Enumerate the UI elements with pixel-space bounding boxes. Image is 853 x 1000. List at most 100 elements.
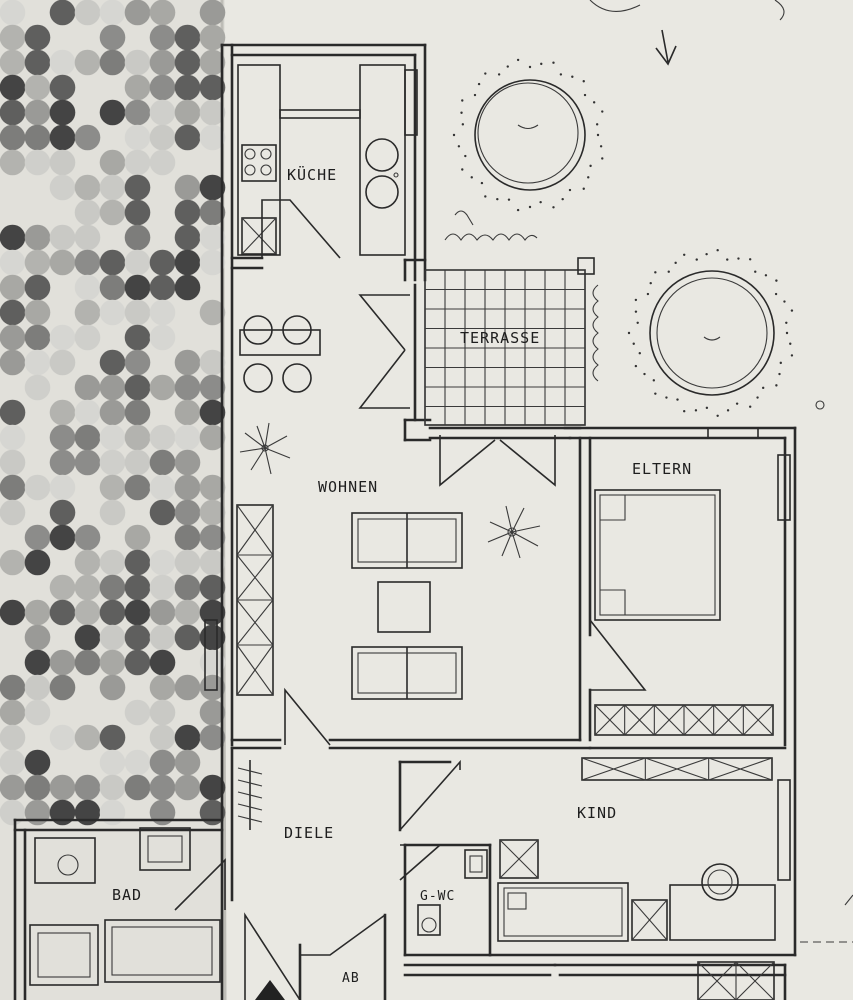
- blur-pixel: [149, 374, 176, 401]
- blur-pixel: [24, 699, 51, 726]
- foliage-dot: [627, 331, 631, 335]
- blur-pixel: [49, 99, 76, 126]
- blur-pixel: [0, 399, 26, 426]
- blur-pixel: [174, 574, 201, 601]
- blur-pixel: [0, 49, 26, 76]
- blur-pixel: [124, 774, 151, 801]
- label-child: KIND: [577, 804, 617, 822]
- blur-pixel: [174, 99, 201, 126]
- blur-pixel: [174, 349, 201, 376]
- foliage-dot: [477, 82, 481, 86]
- blur-pixel: [149, 474, 176, 501]
- foliage-dot: [654, 392, 657, 395]
- blur-pixel: [74, 0, 101, 26]
- shrubs: [444, 210, 599, 382]
- blur-pixel: [74, 774, 101, 801]
- wardrobe-cross: [683, 704, 715, 736]
- blur-pixel: [174, 224, 201, 251]
- foliage-dot: [649, 281, 652, 285]
- blur-pixel: [0, 449, 26, 476]
- blur-pixel: [124, 249, 151, 276]
- blur-pixel: [124, 749, 151, 776]
- foliage-dot: [592, 101, 596, 104]
- blur-pixel: [74, 199, 101, 226]
- foliage-dot: [528, 65, 532, 69]
- blur-pixel: [199, 49, 226, 76]
- bath-fixtures: [29, 827, 221, 986]
- foliage-dot: [705, 406, 709, 410]
- blur-pixel: [124, 449, 151, 476]
- blur-pixel: [49, 0, 76, 26]
- blur-pixel: [49, 249, 76, 276]
- parents-wardrobe: [594, 704, 774, 736]
- blur-pixel: [74, 724, 101, 751]
- blur-pixel: [0, 74, 26, 101]
- terrace-tiles: [424, 269, 586, 426]
- foliage-dot: [634, 364, 638, 368]
- blur-pixel: [149, 24, 176, 51]
- blur-pixel: [174, 174, 201, 201]
- blur-pixel: [49, 224, 76, 251]
- blur-pixel: [199, 249, 226, 276]
- foliage-dot: [484, 195, 487, 198]
- blur-pixel: [49, 349, 76, 376]
- foliage-dot: [452, 133, 456, 137]
- blur-pixel: [124, 524, 151, 551]
- blur-pixel: [49, 524, 76, 551]
- foliage-dot: [775, 279, 778, 282]
- blur-pixel: [124, 124, 151, 151]
- foliage-dot: [748, 258, 752, 261]
- blur-pixel: [149, 774, 176, 801]
- blur-pixel: [0, 149, 26, 176]
- blur-pixel: [99, 174, 126, 201]
- foliage-dot: [654, 271, 657, 274]
- blur-pixel: [49, 574, 76, 601]
- label-kitchen: KÜCHE: [287, 165, 337, 184]
- foliage-dot: [470, 176, 473, 179]
- blur-pixel: [199, 399, 226, 426]
- foliage-dot: [632, 342, 635, 345]
- blur-pixel: [49, 149, 76, 176]
- foliage-dot: [589, 164, 592, 168]
- foliage-dot: [582, 80, 585, 83]
- terrace-door-living: [358, 294, 410, 409]
- blur-pixel: [199, 624, 226, 651]
- foliage-dot: [496, 197, 499, 201]
- foliage-dot: [583, 93, 587, 97]
- blur-pixel: [74, 574, 101, 601]
- blur-pixel: [199, 374, 226, 401]
- blur-pixel: [174, 24, 201, 51]
- foliage-dot: [652, 379, 656, 382]
- foliage-dot: [636, 321, 639, 324]
- blur-pixel: [124, 349, 151, 376]
- foliage-dot: [461, 168, 464, 171]
- wardrobe-cross: [653, 704, 685, 736]
- windows: [204, 69, 791, 881]
- foliage-dot: [484, 72, 487, 75]
- blur-pixel: [174, 599, 201, 626]
- blur-pixel: [99, 374, 126, 401]
- blur-pixel: [124, 0, 151, 26]
- blur-pixel: [199, 199, 226, 226]
- living-seating: [351, 512, 463, 700]
- foliage-dot: [634, 298, 638, 302]
- blur-pixel: [49, 474, 76, 501]
- blur-pixel: [0, 674, 26, 701]
- blur-pixel: [0, 424, 26, 451]
- blur-pixel: [199, 424, 226, 451]
- foliage-dot: [761, 386, 765, 390]
- blur-pixel: [49, 399, 76, 426]
- blur-pixel: [0, 274, 26, 301]
- foliage-dot: [683, 253, 686, 256]
- foliage-dot: [705, 252, 708, 256]
- blur-pixel: [99, 449, 126, 476]
- blur-pixel: [99, 499, 126, 526]
- blur-pixel: [99, 424, 126, 451]
- blur-pixel: [99, 349, 126, 376]
- foliage-dot: [473, 93, 477, 97]
- dining-set: [239, 315, 321, 393]
- blur-pixel: [49, 124, 76, 151]
- blur-pixel: [49, 424, 76, 451]
- blur-pixel: [24, 649, 51, 676]
- kitchen-furniture: [237, 64, 406, 259]
